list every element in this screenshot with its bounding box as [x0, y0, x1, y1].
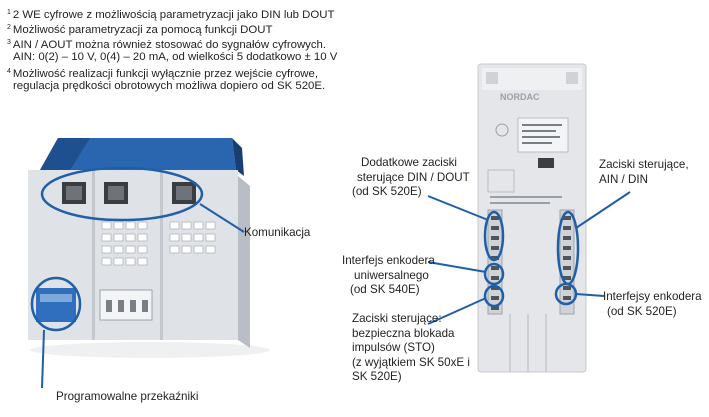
- brand-logo: NORDAC: [500, 92, 540, 102]
- label-komunikacja: Komunikacja: [244, 226, 311, 239]
- label-dodatkowe-zaciski: Dodatkowe zaciski sterujące DIN / DOUT (…: [352, 156, 470, 199]
- footnote-4-line-2: regulacja prędkości obrotowych możliwa d…: [13, 80, 326, 92]
- label-programowalne-przekazniki: Programowalne przekaźniki: [56, 390, 199, 403]
- label-interfejsy-enkodera: Interfejsy enkodera (od SK 520E): [603, 290, 702, 318]
- footnote-3-line-2: AIN: 0(2) – 10 V, 0(4) – 20 mA, od wielk…: [13, 51, 338, 63]
- label-zaciski-sto: Zaciski sterujące: bezpieczna blokada im…: [352, 312, 470, 384]
- label-zaciski-ain-din: Zaciski sterujące, AIN / DIN: [599, 158, 689, 186]
- label-interfejs-enkodera: Interfejs enkodera uniwersalnego (od SK …: [342, 254, 435, 297]
